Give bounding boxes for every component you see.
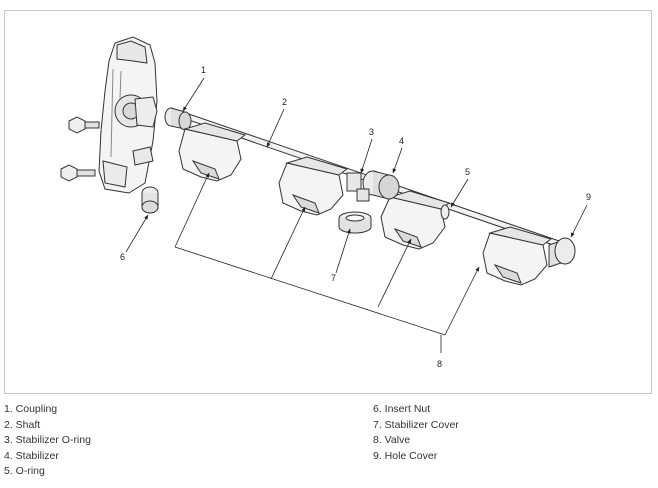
callout-9: 9 xyxy=(586,192,591,202)
stabilizer xyxy=(356,170,400,202)
legend-item: 9. Hole Cover xyxy=(373,449,438,462)
legend-item: 2. Shaft xyxy=(4,418,41,431)
mounting-bolt-lower xyxy=(60,164,96,182)
exploded-diagram: 1 2 3 4 5 6 7 8 9 xyxy=(60,36,591,369)
valve-4 xyxy=(482,226,553,286)
leader-8d xyxy=(444,266,480,336)
o-ring xyxy=(440,204,450,220)
legend-item: 1. Coupling xyxy=(4,403,58,415)
stabilizer-o-ring xyxy=(346,172,362,192)
leader-8c xyxy=(377,238,412,308)
parts-legend-right: 6. Insert Nut 7. Stabilizer Cover 8. Val… xyxy=(373,402,459,464)
leader-8a xyxy=(174,172,210,248)
leader-1 xyxy=(182,77,205,112)
actuator-motor xyxy=(98,36,158,194)
exploded-diagram-frame: 1 2 3 4 5 6 7 8 9 xyxy=(4,10,652,394)
valve-1 xyxy=(178,122,247,182)
leader-2 xyxy=(266,108,285,148)
valve-2 xyxy=(278,156,349,216)
leader-5 xyxy=(450,178,469,208)
legend-item: 8. Valve xyxy=(373,434,411,446)
callout-leaders xyxy=(125,77,588,353)
insert-nut xyxy=(141,186,159,214)
leader-8-bracket xyxy=(174,246,446,336)
leader-9 xyxy=(570,204,588,238)
valve-3 xyxy=(380,190,451,250)
legend-item: 7. Stabilizer Cover xyxy=(373,418,459,431)
hole-cover xyxy=(548,237,576,268)
leader-8b xyxy=(270,206,306,280)
mounting-bolt-upper xyxy=(68,116,100,134)
leader-7 xyxy=(335,228,351,274)
parts-legend-left: 1. Coupling 2. Shaft 3. Stabilizer O-rin… xyxy=(4,402,91,480)
callout-5: 5 xyxy=(465,167,470,177)
callout-1: 1 xyxy=(201,65,206,75)
leader-3 xyxy=(360,138,373,174)
callout-3: 3 xyxy=(369,127,374,137)
legend-item: 4. Stabilizer xyxy=(4,449,59,462)
leader-4 xyxy=(392,147,403,174)
callout-6: 6 xyxy=(120,252,125,262)
leader-6 xyxy=(125,214,149,253)
stabilizer-cover xyxy=(338,211,372,234)
callout-8: 8 xyxy=(437,359,442,369)
legend-item: 6. Insert Nut xyxy=(373,403,431,415)
coupling xyxy=(164,107,192,131)
callout-7: 7 xyxy=(331,273,336,283)
legend-item: 3. Stabilizer O-ring xyxy=(4,434,91,446)
callout-4: 4 xyxy=(399,136,404,146)
legend-item: 5. O-ring xyxy=(4,465,45,477)
callout-2: 2 xyxy=(282,97,287,107)
